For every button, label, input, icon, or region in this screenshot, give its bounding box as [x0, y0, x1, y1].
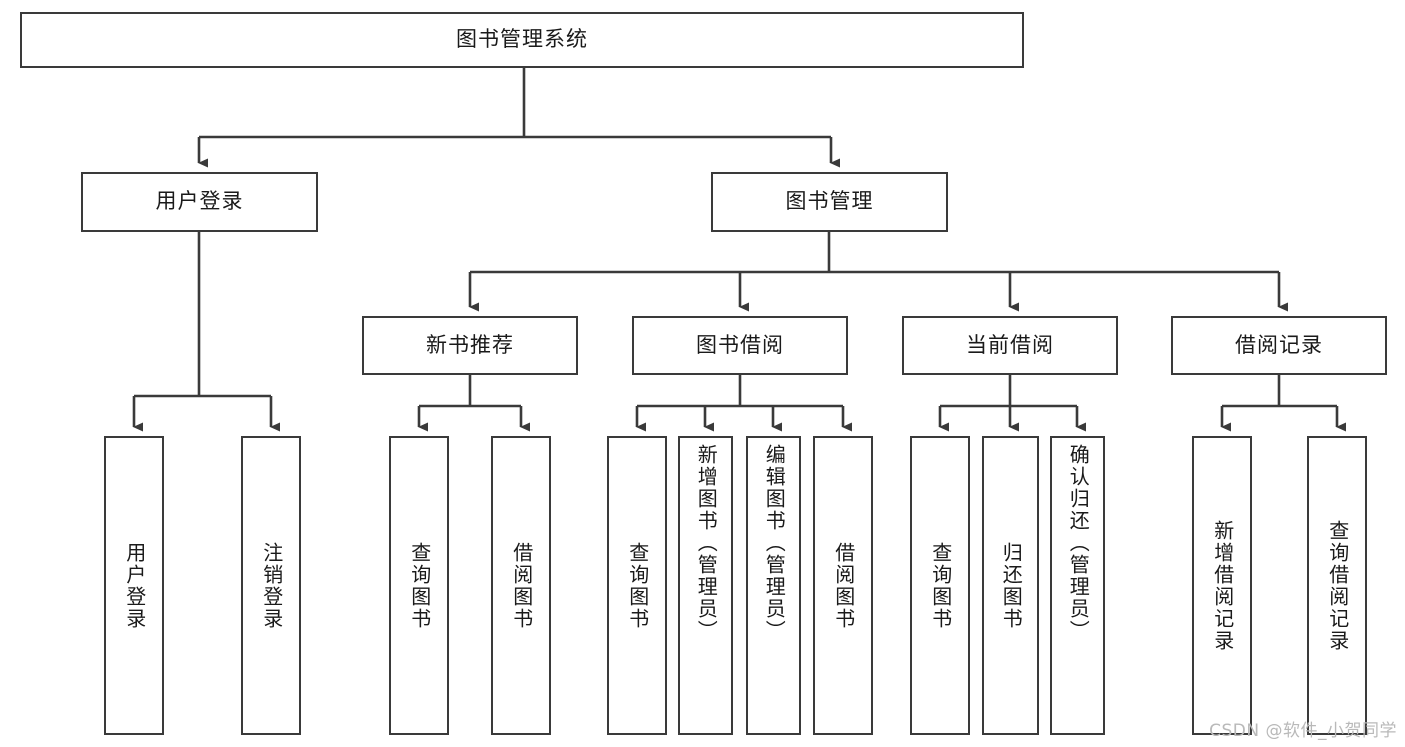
node-label: 借阅图书	[509, 541, 534, 630]
node-new-book-recommend[interactable]: 新书推荐	[362, 316, 578, 375]
node-label: 用户登录	[122, 541, 147, 630]
node-label: 图书借阅	[696, 332, 784, 357]
node-label: 借阅图书	[831, 541, 856, 630]
leaf-borrow-book-borrow[interactable]: 借阅图书	[813, 436, 873, 735]
leaf-confirm-return-admin[interactable]: 确认归还（管理员）	[1050, 436, 1105, 735]
node-label: 查询图书	[928, 541, 953, 630]
node-book-management[interactable]: 图书管理	[711, 172, 948, 232]
node-label: 查询图书	[407, 541, 432, 630]
leaf-borrow-book-recommend[interactable]: 借阅图书	[491, 436, 551, 735]
node-label: 当前借阅	[966, 332, 1054, 357]
leaf-user-login[interactable]: 用户登录	[104, 436, 164, 735]
node-label: 注销登录	[259, 541, 284, 630]
node-label: 查询借阅记录	[1325, 519, 1350, 652]
leaf-query-borrow-record[interactable]: 查询借阅记录	[1307, 436, 1367, 735]
csdn-watermark: CSDN @软件_小贺同学	[1209, 721, 1397, 741]
leaf-edit-book-admin[interactable]: 编辑图书（管理员）	[746, 436, 801, 735]
node-label: 图书管理	[785, 189, 874, 214]
node-root-book-management-system[interactable]: 图书管理系统	[20, 12, 1024, 68]
node-current-borrow[interactable]: 当前借阅	[902, 316, 1118, 375]
node-book-borrow[interactable]: 图书借阅	[632, 316, 848, 375]
node-label: 借阅记录	[1235, 332, 1323, 357]
node-label: 编辑图书（管理员）	[762, 444, 787, 642]
leaf-add-borrow-record[interactable]: 新增借阅记录	[1192, 436, 1252, 735]
node-label: 图书管理系统	[456, 27, 588, 52]
leaf-logout-login[interactable]: 注销登录	[241, 436, 301, 735]
leaf-query-book-recommend[interactable]: 查询图书	[389, 436, 449, 735]
node-label: 新书推荐	[426, 332, 514, 357]
leaf-query-book-borrow[interactable]: 查询图书	[607, 436, 667, 735]
leaf-add-book-admin[interactable]: 新增图书（管理员）	[678, 436, 733, 735]
node-label: 新增借阅记录	[1210, 519, 1235, 652]
node-label: 用户登录	[155, 189, 244, 214]
node-label: 查询图书	[625, 541, 650, 630]
node-borrow-record[interactable]: 借阅记录	[1171, 316, 1387, 375]
leaf-query-book-current[interactable]: 查询图书	[910, 436, 970, 735]
leaf-return-book[interactable]: 归还图书	[982, 436, 1039, 735]
node-user-login[interactable]: 用户登录	[81, 172, 318, 232]
node-label: 归还图书	[999, 541, 1024, 630]
node-label: 新增图书（管理员）	[694, 444, 719, 642]
node-label: 确认归还（管理员）	[1066, 444, 1091, 642]
